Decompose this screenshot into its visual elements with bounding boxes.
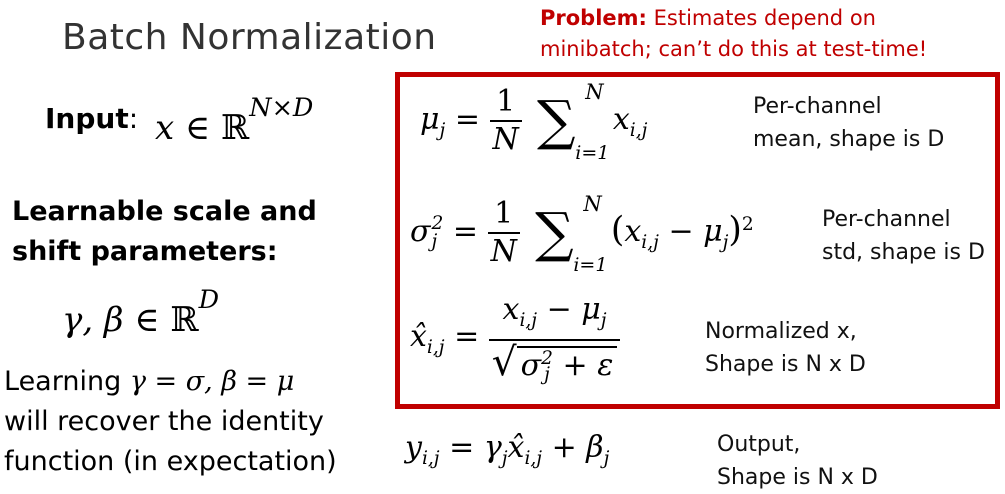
var-mu-sub: j <box>722 232 729 253</box>
learning-line3: function (in expectation) <box>4 446 337 477</box>
norm-num-minus: − <box>537 292 582 327</box>
learning-note: Learning γ = σ, β = μ will recover the i… <box>4 362 337 482</box>
sqrt-icon: √ <box>491 340 517 385</box>
input-formula: x ∈ ℝN×D <box>155 93 313 148</box>
norm-num-mu-sub: j <box>600 310 607 331</box>
out-beta-sub: j <box>603 448 610 469</box>
learning-prefix: Learning <box>4 366 130 397</box>
norm-numerator: xi,j − μj <box>488 292 621 341</box>
params-real: ℝ <box>170 299 199 340</box>
desc-norm-line2: Shape is N x D <box>705 352 866 377</box>
mean-eq: = <box>454 102 480 137</box>
mean-num: 1 <box>489 84 522 122</box>
var-close-paren: ) <box>728 210 742 250</box>
norm-den-sigma: σ <box>520 348 542 383</box>
var-lhs-sup: 2 <box>431 213 444 234</box>
params-dim: D <box>198 285 220 315</box>
out-eq: = <box>449 430 475 465</box>
var-sum-bot: i=1 <box>573 254 608 276</box>
var-x: x <box>624 214 642 249</box>
out-equation: yi,j = γjx̂i,j + βj <box>405 430 609 469</box>
params-formula: γ, β ∈ ℝD <box>62 285 219 340</box>
var-sum-top: N <box>583 192 602 216</box>
input-var: x <box>155 107 175 148</box>
var-lhs-sub: j <box>431 231 438 252</box>
learnable-line2: shift parameters: <box>12 236 278 267</box>
norm-num-x-sub: i,j <box>519 310 538 331</box>
var-x-sub: i,j <box>641 232 659 253</box>
norm-lhs: x̂ <box>410 319 427 354</box>
problem-text-line2: minibatch; can’t do this at test-time! <box>540 37 928 61</box>
out-xhat-sub: i,j <box>524 448 543 469</box>
mean-sum-top: N <box>585 80 604 104</box>
mean-lhs: μ <box>420 102 440 137</box>
mean-lhs-sub: j <box>439 120 446 141</box>
desc-std: Per-channel std, shape is D <box>822 203 985 269</box>
input-colon: : <box>128 102 139 135</box>
params-vars: γ, β <box>62 299 124 340</box>
desc-norm: Normalized x, Shape is N x D <box>705 315 866 381</box>
learning-eq: γ = σ, β = μ <box>129 366 295 397</box>
input-dims: N×D <box>249 93 314 123</box>
learnable-heading: Learnable scale and shift parameters: <box>12 192 317 272</box>
desc-out: Output, Shape is N x D <box>717 428 878 494</box>
var-mu: μ <box>703 214 723 249</box>
problem-label: Problem: <box>540 6 647 30</box>
out-beta: β <box>586 430 604 465</box>
params-in: ∈ <box>134 299 160 340</box>
problem-note: Problem: Estimates depend on minibatch; … <box>540 3 1005 65</box>
desc-mean-line2: mean, shape is D <box>753 127 945 152</box>
input-label-text: Input <box>45 102 129 135</box>
mean-term: x <box>612 102 630 137</box>
var-open-paren: ( <box>610 210 625 250</box>
norm-den-sub: j <box>544 364 550 385</box>
var-lhs: σ <box>410 214 431 249</box>
input-real: ℝ <box>220 107 250 148</box>
var-den: N <box>490 234 517 269</box>
desc-mean-line1: Per-channel <box>753 94 882 119</box>
problem-text-line1: Estimates depend on <box>653 6 876 30</box>
out-gamma-sub: j <box>501 448 508 469</box>
mean-term-sub: i,j <box>629 120 648 141</box>
mean-den: N <box>492 122 519 157</box>
out-xhat: x̂ <box>507 430 525 465</box>
highlight-box <box>395 72 1000 409</box>
learning-line2: will recover the identity <box>4 406 324 437</box>
norm-num-mu: μ <box>581 292 601 327</box>
norm-den-eps: ε <box>597 348 614 383</box>
var-eq: = <box>452 214 479 249</box>
out-gamma: γ <box>483 430 502 465</box>
mean-sum-bot: i=1 <box>575 142 610 164</box>
out-plus: + <box>542 430 587 465</box>
out-lhs-sub: i,j <box>421 448 440 469</box>
norm-lhs-sub: i,j <box>426 337 445 358</box>
var-minus: − <box>658 214 704 249</box>
norm-num-x: x <box>502 292 520 327</box>
input-label: Input: <box>45 102 138 135</box>
desc-mean: Per-channel mean, shape is D <box>753 90 944 156</box>
out-lhs: y <box>405 430 422 465</box>
norm-eq: = <box>454 319 480 354</box>
page-title: Batch Normalization <box>62 17 437 58</box>
learnable-line1: Learnable scale and <box>12 196 317 227</box>
var-num: 1 <box>487 196 520 234</box>
desc-out-line1: Output, <box>717 432 801 457</box>
desc-out-line2: Shape is N x D <box>717 465 878 490</box>
norm-den-plus: + <box>552 348 598 383</box>
desc-norm-line1: Normalized x, <box>705 319 857 344</box>
norm-den-sup: 2 <box>541 348 553 369</box>
var-square: 2 <box>741 214 754 235</box>
desc-std-line2: std, shape is D <box>822 240 985 265</box>
desc-std-line1: Per-channel <box>822 207 951 232</box>
input-in: ∈ <box>185 107 211 148</box>
